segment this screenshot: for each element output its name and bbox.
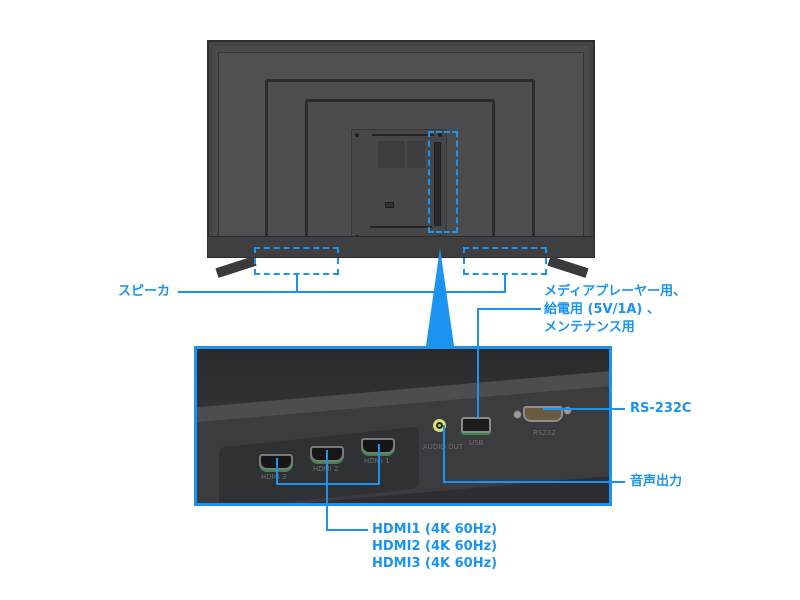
power-socket-icon (385, 202, 394, 208)
label-block (407, 141, 425, 168)
screw-hole-icon (438, 133, 442, 137)
callout-hdmi-line3: HDMI3 (4K 60Hz) (372, 556, 498, 571)
speaker-leader-line (504, 275, 506, 292)
tv-stand-leg-right (547, 256, 589, 278)
rs232-leader-line (543, 408, 625, 410)
hdmi-leader-line (276, 483, 380, 485)
hdmi3-port-label: HDMI 3 (261, 473, 287, 481)
tv-stand-leg-left (215, 256, 257, 278)
serial-screw-icon (513, 410, 522, 419)
callout-speaker: スピーカ (118, 284, 171, 299)
hdmi1-port-label: HDMI 1 (364, 457, 390, 465)
connector-closeup-panel: HDMI 3 HDMI 2 HDMI 1 AUDIO OUT USB RS232 (194, 346, 612, 506)
vesa-slot (370, 226, 432, 228)
usb-port-label: USB (469, 439, 484, 447)
usb-leader-line (477, 308, 479, 418)
tv-rear-bottom-bar (207, 236, 595, 258)
callout-usb-line2: 給電用 (5V/1A) 、 (544, 302, 660, 317)
zoom-pointer-triangle (426, 248, 454, 346)
speaker-left-highlight (254, 247, 339, 275)
speaker-leader-line (178, 291, 506, 293)
audio-leader-line (443, 425, 445, 482)
rs232-port-label: RS232 (533, 429, 556, 437)
callout-audio-out: 音声出力 (630, 474, 683, 489)
callout-hdmi-line1: HDMI1 (4K 60Hz) (372, 522, 498, 537)
vesa-slot (372, 134, 434, 136)
hdmi-leader-line (276, 458, 278, 484)
callout-hdmi-line2: HDMI2 (4K 60Hz) (372, 539, 498, 554)
serial-screw-icon (563, 406, 572, 415)
speaker-leader-line (296, 275, 298, 292)
speaker-right-highlight (463, 247, 547, 275)
connector-area-highlight (428, 131, 458, 233)
label-block (378, 141, 405, 168)
hdmi-leader-line (326, 529, 368, 531)
hdmi-leader-line (378, 444, 380, 484)
audio-leader-line (443, 481, 625, 483)
hdmi-leader-line (326, 450, 328, 530)
callout-usb-line1: メディアプレーヤー用、 (544, 284, 687, 299)
callout-rs232c: RS-232C (630, 401, 692, 416)
cable-handle (434, 142, 441, 226)
serial-port-icon (523, 406, 563, 422)
usb-port-icon (461, 417, 491, 433)
screw-hole-icon (355, 133, 359, 137)
usb-leader-line (477, 308, 541, 310)
callout-usb-line3: メンテナンス用 (544, 320, 635, 335)
vesa-mount-plate (351, 129, 447, 244)
hdmi2-port-label: HDMI 2 (313, 465, 339, 473)
